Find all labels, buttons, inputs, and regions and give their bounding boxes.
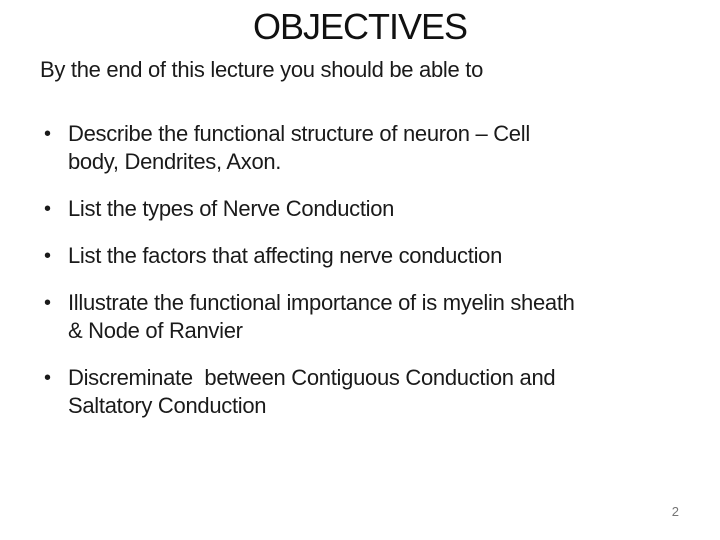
bullet-text: List the factors that affecting nerve co… [68, 242, 502, 270]
bullet-list: • Describe the functional structure of n… [44, 120, 704, 439]
bullet-icon: • [44, 245, 52, 267]
slide-title: OBJECTIVES [252, 6, 468, 47]
bullet-line: List the factors that affecting nerve co… [68, 243, 503, 268]
slide-subtitle: By the end of this lecture you should be… [40, 57, 484, 82]
bullet-line: Illustrate the functional importance of … [68, 290, 575, 315]
bullet-icon: • [44, 292, 52, 314]
bullet-line: body, Dendrites, Axon. [68, 149, 282, 174]
page-number: 2 [671, 504, 679, 519]
bullet-item: • List the types of Nerve Conduction [44, 195, 704, 223]
bullet-item: • Illustrate the functional importance o… [44, 289, 704, 345]
bullet-text: Illustrate the functional importance of … [68, 289, 575, 345]
bullet-icon: • [44, 123, 52, 145]
bullet-line: Saltatory Conduction [68, 393, 267, 418]
bullet-icon: • [44, 367, 52, 389]
bullet-text: List the types of Nerve Conduction [68, 195, 394, 223]
bullet-item: • Describe the functional structure of n… [44, 120, 704, 176]
bullet-line: Describe the functional structure of neu… [68, 121, 530, 146]
bullet-line: & Node of Ranvier [68, 318, 243, 343]
bullet-line: Discreminate between Contiguous Conducti… [68, 365, 556, 390]
bullet-text: Describe the functional structure of neu… [68, 120, 530, 176]
bullet-text: Discreminate between Contiguous Conducti… [68, 364, 556, 420]
bullet-icon: • [44, 198, 52, 220]
bullet-item: • List the factors that affecting nerve … [44, 242, 704, 270]
bullet-line: List the types of Nerve Conduction [68, 196, 395, 221]
bullet-item: • Discreminate between Contiguous Conduc… [44, 364, 704, 420]
